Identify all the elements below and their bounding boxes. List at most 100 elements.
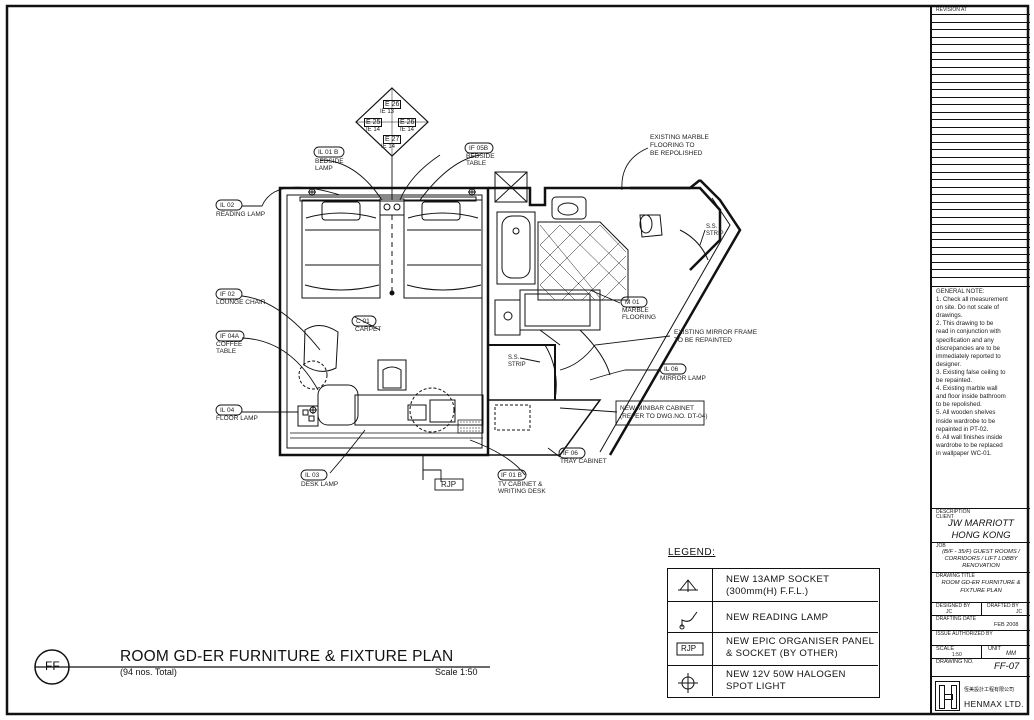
marble-label: MARBLE [622,307,649,314]
drawing-bubble-label: FF [45,659,60,673]
general-note-line: on site. Do not scale of [936,304,999,312]
general-note-line: immediately reported to [936,352,1001,360]
bedside-lamp-label: BEDSIDE [315,158,344,165]
revision-row [932,104,1030,105]
spot-tag: E 26 [383,100,402,109]
revision-row [932,231,1030,233]
legend-item-label: (300mm(H) F.F.L.) [726,586,809,597]
general-note-line: repainted in PT-02. [936,425,989,433]
revision-row [932,21,1030,23]
general-note-line: specification and any [936,336,994,344]
lounge-chair-tag: IF 02 [220,291,235,298]
revision-row [932,36,1030,38]
client-name: HONG KONG [951,530,1011,541]
job-name: RENOVATION [962,563,1000,569]
revision-row [932,224,1030,225]
drawing-subtitle: (94 nos. Total) [120,667,177,677]
general-note-line: read in conjunction with [936,328,1001,336]
drawing-scale: Scale 1:50 [435,667,478,677]
carpet-label: CARPET [355,326,382,333]
legend-item-label: NEW READING LAMP [726,612,829,623]
revision-row [932,276,1030,278]
unit-value: MM [1006,651,1016,657]
bedside-lamp-tag: IL 01 B [318,149,339,156]
revision-row [932,246,1030,248]
spot-tag: IE 14 [366,127,381,133]
spot-tag: IE 14 [400,127,415,133]
drawing-title-value: FIXTURE PLAN [960,588,1002,594]
general-note-line: 2. This drawing to be [936,320,994,328]
marble-label: FLOORING [622,314,656,321]
spot-tag: E 26 [398,118,417,127]
revision-row [932,216,1030,218]
desk-lamp-label: DESK LAMP [301,481,339,488]
revision-row [932,149,1030,150]
general-note-line: and floor inside bathroom [936,393,1006,401]
description-label: DESCRIPTION [936,509,971,515]
general-note-line: discrepancies are to be [936,344,1000,352]
revision-row [932,29,1030,30]
marble-flooring-note: FLOORING TO [650,142,695,149]
revision-row [932,179,1030,180]
spot-tag: IE 14 [381,144,396,150]
revision-row [932,201,1030,203]
revision-row [932,119,1030,120]
mirror-lamp-tag: IL 06 [664,366,679,373]
bed-left [301,199,381,299]
coffee-table-label: TABLE [216,348,237,355]
company-chinese: 恆美設計工程有限公司 [964,687,1015,693]
general-note-line: to be repolished. [936,401,982,409]
general-note-line: 4. Existing marble wall [936,385,998,393]
revision-row [932,254,1030,255]
date-label: DRAFTING DATE [936,616,976,622]
spot-tag: E 25 [364,118,383,127]
general-note-line: 3. Existing false ceiling to [936,368,1006,376]
revision-row [932,126,1030,128]
job-label: JOB [936,543,946,549]
floor-lamp-tag: IL 04 [220,407,235,414]
carpet-tag: C 01 [356,318,370,325]
revision-row [932,74,1030,75]
ss-strip-label: STRIP [706,231,724,237]
marble-flooring-note: EXISTING MARBLE [650,134,709,141]
legend-item-label: & SOCKET (BY OTHER) [726,648,838,659]
revision-row [932,14,1030,15]
tray-cabinet-label: TRAY CABINET [560,458,607,465]
drawing-title-value: ROOM GD-ER FURNITURE & [941,580,1021,586]
scale-label: SCALE [936,646,955,652]
general-note-line: in wallpaper WC-01. [936,449,992,457]
job-name: CORRIDORS / LIFT LOBBY [944,556,1018,562]
legend-heading: LEGEND: [668,547,716,558]
general-note-line: drawings. [936,312,963,320]
bedside-lamp-label: LAMP [315,165,333,172]
bedside-table-label: BEDSIDE [466,153,495,160]
general-note-line: inside wardrobe to be [936,417,996,425]
ss-strip-label: STRIP [508,362,526,368]
revision-row [932,239,1030,240]
title-block: REVISION AT GENERAL NOTE: 1. Check all m… [930,6,1030,714]
bedside-table-label: TABLE [466,160,487,167]
marble-tag: M 01 [625,299,640,306]
revision-row [932,81,1030,83]
designed-value: JC [946,609,953,615]
unit-label: UNIT [988,646,1001,652]
tray-cabinet-tag: IF 06 [563,450,578,457]
drawing-no-label: DRAWING NO. [936,659,974,665]
revision-row [932,209,1030,210]
revision-row [932,111,1030,113]
revision-row [932,66,1030,68]
revision-row [932,164,1030,165]
drawing-title-label: DRAWING TITLE [936,573,975,579]
ss-strip-label: S.S. [706,224,718,230]
sheet-border [5,4,1030,716]
rjp-tag: RJP [441,480,457,489]
reading-lamp-label: READING LAMP [216,211,266,218]
revision-row [932,194,1030,195]
company-name: HENMAX LTD. [964,699,1024,709]
drawing-no: FF-07 [994,661,1020,672]
general-note-line: be repainted. [936,377,973,384]
lounge-chair-label: LOUNGE CHAIR [216,299,266,306]
drafted-label: DRAFTED BY [987,603,1019,609]
